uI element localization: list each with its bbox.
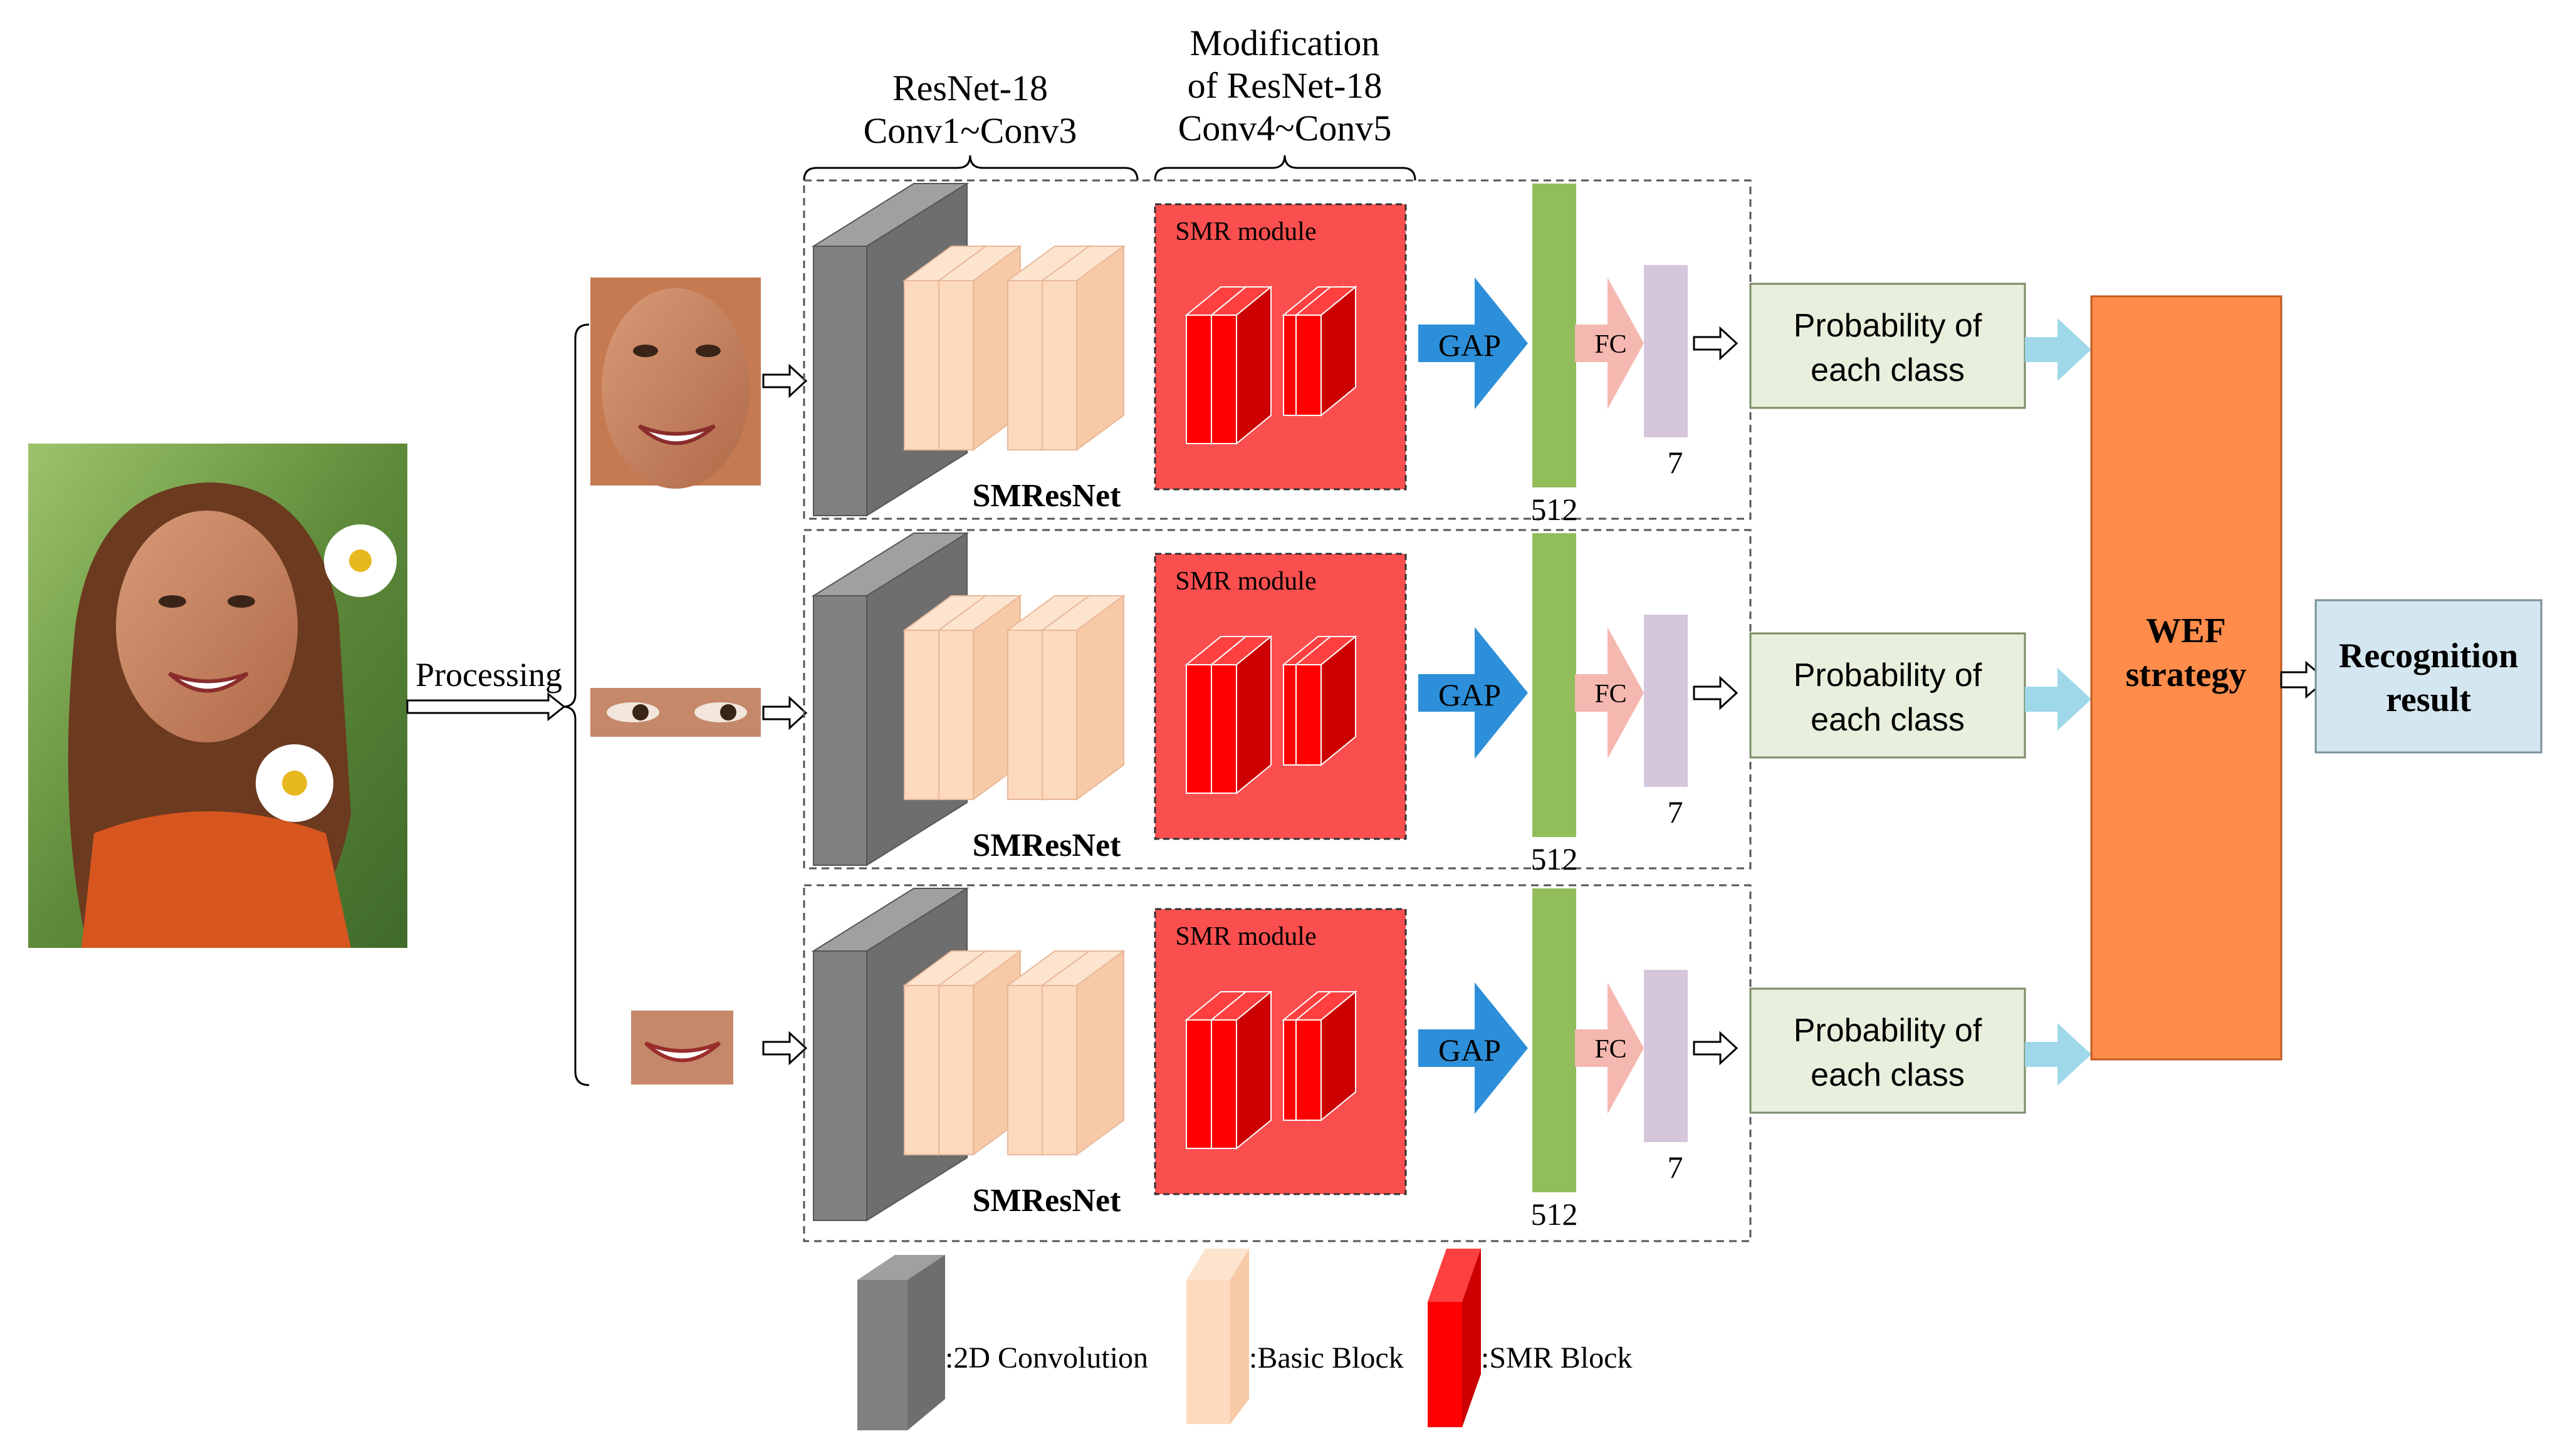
fc-arrow: [1575, 627, 1644, 759]
basic-block: [1040, 595, 1126, 801]
feature-dim-label: 512: [1531, 841, 1578, 876]
gap-arrow: [1418, 278, 1528, 409]
prob-label-line1: Probability of: [1794, 308, 1982, 344]
input-photo: [28, 444, 407, 948]
network-label: SMResNet: [973, 828, 1122, 863]
legend-basic-icon: [1186, 1249, 1249, 1424]
gap-label: GAP: [1438, 677, 1501, 712]
feature-dim-label: 512: [1531, 1197, 1578, 1232]
wef-strategy: WEF strategy: [2090, 295, 2282, 1061]
wef-box: [2090, 295, 2282, 1061]
output-dim-label: 7: [1668, 794, 1683, 829]
smr-block: [1210, 635, 1273, 795]
legend-conv-label: :2D Convolution: [945, 1341, 1148, 1375]
prob-to-wef-arrow: [2025, 1023, 2091, 1086]
output-dim-label: 7: [1668, 1150, 1683, 1185]
crop-eyes: [590, 688, 761, 737]
smr-block: [1294, 285, 1357, 417]
output-bar: [1644, 970, 1688, 1142]
branch-frame: [803, 884, 1752, 1242]
prob-box: [1749, 632, 2026, 759]
mod-title-line3: Conv4~Conv5: [1178, 108, 1392, 148]
fc-arrow: [1575, 982, 1644, 1114]
result-box: [2314, 599, 2543, 754]
output-bar: [1644, 265, 1688, 437]
crop-brace: [562, 323, 590, 1086]
recognition-result: Recognition result: [2314, 599, 2543, 754]
processing-label: Processing: [416, 656, 562, 694]
feature-bar: [1532, 533, 1576, 837]
crop-to-network-arrow: [762, 695, 808, 731]
network-label: SMResNet: [973, 1183, 1122, 1219]
result-label-line2: result: [2386, 680, 2471, 719]
legend-basic-label: :Basic Block: [1249, 1341, 1404, 1375]
fc-arrow: [1575, 278, 1644, 409]
fc-label: FC: [1594, 680, 1626, 709]
gap-arrow: [1418, 982, 1528, 1114]
wef-label-line2: strategy: [2126, 655, 2247, 694]
output-to-prob-arrow: [1693, 1031, 1738, 1066]
prob-box: [1749, 283, 2026, 409]
basic-block: [1040, 950, 1126, 1156]
mod-brace: [1154, 155, 1416, 181]
fc-label: FC: [1594, 1035, 1626, 1064]
output-bar: [1644, 615, 1688, 787]
gap-arrow: [1418, 627, 1528, 759]
wef-label-line1: WEF: [2146, 611, 2226, 650]
feature-bar: [1532, 888, 1576, 1192]
feature-bar: [1532, 184, 1576, 487]
smr-block: [1210, 990, 1273, 1150]
smr-block: [1210, 285, 1273, 445]
basic-block: [1040, 245, 1126, 451]
prob-box: [1749, 987, 2026, 1114]
crop-to-network-arrow: [762, 363, 808, 398]
mod-title-line2: of ResNet-18: [1188, 65, 1383, 106]
fc-label: FC: [1594, 330, 1626, 359]
gap-label: GAP: [1438, 1032, 1501, 1068]
network-label: SMResNet: [973, 478, 1122, 514]
prob-label-line1: Probability of: [1794, 657, 1982, 694]
legend-smr-icon: [1428, 1249, 1481, 1427]
header: ResNet-18 Conv1~Conv3 Modification of Re…: [803, 23, 1416, 181]
legend-conv-icon: [857, 1255, 945, 1430]
resnet-title-line1: ResNet-18: [892, 68, 1048, 108]
feature-dim-label: 512: [1531, 492, 1578, 527]
prob-label-line2: each class: [1811, 702, 1965, 738]
output-to-prob-arrow: [1693, 675, 1738, 710]
result-label-line1: Recognition: [2339, 637, 2518, 675]
smr-block: [1294, 990, 1357, 1122]
resnet-title-line2: Conv1~Conv3: [864, 110, 1077, 151]
smr-module-label: SMR module: [1175, 217, 1316, 246]
smr-module-label: SMR module: [1175, 567, 1316, 596]
output-to-prob-arrow: [1693, 326, 1738, 361]
prob-to-wef-arrow: [2025, 318, 2091, 381]
gap-label: GAP: [1438, 328, 1501, 363]
smr-block: [1294, 635, 1357, 767]
legend: :2D Convolution :Basic Block :SMR Block: [857, 1249, 1632, 1430]
processing-arrow: Processing: [406, 656, 566, 722]
mod-title-line1: Modification: [1190, 23, 1380, 63]
output-dim-label: 7: [1668, 445, 1683, 480]
prob-to-wef-arrow: [2025, 668, 2091, 731]
crop-face: [590, 278, 761, 489]
legend-smr-label: :SMR Block: [1481, 1341, 1632, 1375]
crop-mouth: [631, 1011, 733, 1084]
prob-label-line2: each class: [1811, 1057, 1965, 1093]
crop-to-network-arrow: [762, 1031, 808, 1066]
prob-label-line1: Probability of: [1794, 1012, 1982, 1049]
flower-icon: [256, 524, 397, 822]
resnet-brace: [803, 155, 1139, 181]
prob-label-line2: each class: [1811, 352, 1965, 388]
smr-module-label: SMR module: [1175, 922, 1316, 951]
